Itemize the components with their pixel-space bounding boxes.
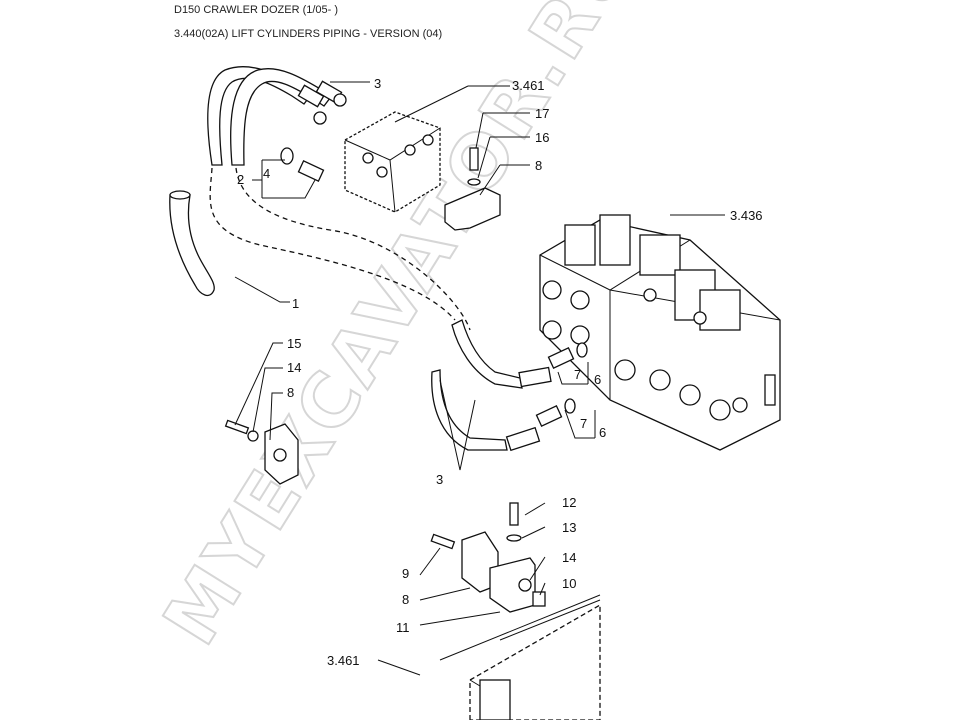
leader-lines	[234, 81, 725, 676]
callout-14-lower: 14	[562, 550, 576, 565]
diagram-subtitle: 3.440(02A) LIFT CYLINDERS PIPING - VERSI…	[174, 28, 443, 40]
clamp-8-top	[444, 187, 501, 231]
callout-3461-top: 3.461	[512, 78, 545, 93]
callout-17: 17	[535, 106, 549, 121]
frame-rail	[439, 594, 601, 720]
callout-7-upper: 7	[574, 367, 581, 382]
fitting-4	[280, 147, 325, 182]
callout-7-lower: 7	[580, 416, 587, 431]
callout-11: 11	[396, 620, 410, 635]
hose-pair-top	[207, 66, 347, 166]
callout-6-lower: 6	[599, 425, 606, 440]
callout-12: 12	[562, 495, 576, 510]
control-valve-assembly	[539, 214, 781, 451]
diagram-title: D150 CRAWLER DOZER (1/05- )	[174, 4, 339, 16]
callout-15: 15	[287, 336, 301, 351]
callout-3-top: 3	[374, 76, 381, 91]
hose-route-1	[209, 167, 456, 321]
callout-2: 2	[237, 172, 244, 187]
callout-8-lower: 8	[402, 592, 409, 607]
clamp-group-lower	[430, 502, 546, 613]
lift-hoses	[431, 319, 588, 452]
callout-3-lower: 3	[436, 472, 443, 487]
callout-6-upper: 6	[594, 372, 601, 387]
callout-8-top: 8	[535, 158, 542, 173]
callout-4: 4	[263, 166, 270, 181]
callout-14-left: 14	[287, 360, 301, 375]
callout-16: 16	[535, 130, 549, 145]
callout-1: 1	[292, 296, 299, 311]
callout-13: 13	[562, 520, 576, 535]
hose-route-2	[235, 167, 471, 331]
elbow-hose-1	[169, 194, 215, 297]
callout-3436: 3.436	[730, 208, 763, 223]
manifold-block	[344, 111, 441, 213]
callout-3461-bottom: 3.461	[327, 653, 360, 668]
callout-9: 9	[402, 566, 409, 581]
callout-10: 10	[562, 576, 576, 591]
bolt-17	[467, 147, 481, 186]
callout-8-left: 8	[287, 385, 294, 400]
clamp-group-left	[224, 419, 299, 485]
